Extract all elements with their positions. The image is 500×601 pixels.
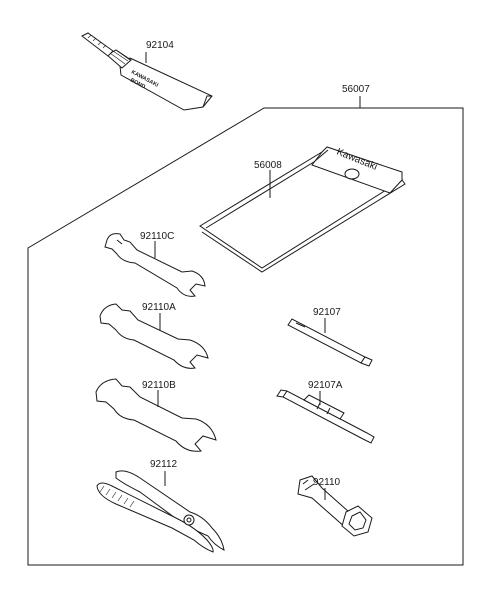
label-92107a: 92107A bbox=[308, 380, 343, 391]
label-92112: 92112 bbox=[150, 459, 178, 470]
label-92110c: 92110C bbox=[140, 231, 174, 242]
screwdriver-handle-92107a bbox=[276, 389, 375, 444]
grease-tube: KAWASAKI BOND bbox=[81, 32, 213, 111]
pliers-92112 bbox=[96, 470, 225, 553]
tool-kit-outline bbox=[27, 107, 464, 566]
label-56007: 56007 bbox=[342, 84, 370, 95]
label-92104: 92104 bbox=[146, 40, 174, 51]
wrench-92110b bbox=[95, 378, 217, 452]
tool-bag: Kawasaki bbox=[199, 146, 406, 273]
label-92107: 92107 bbox=[313, 307, 341, 318]
label-92110b: 92110B bbox=[142, 380, 176, 391]
socket-92110 bbox=[297, 475, 373, 537]
label-56008: 56008 bbox=[254, 160, 282, 171]
wrench-92110c bbox=[104, 233, 206, 297]
label-92110a: 92110A bbox=[142, 302, 176, 313]
wrench-92110a bbox=[99, 303, 209, 369]
label-92110: 92110 bbox=[313, 477, 341, 488]
screwdriver-92107 bbox=[287, 318, 373, 367]
